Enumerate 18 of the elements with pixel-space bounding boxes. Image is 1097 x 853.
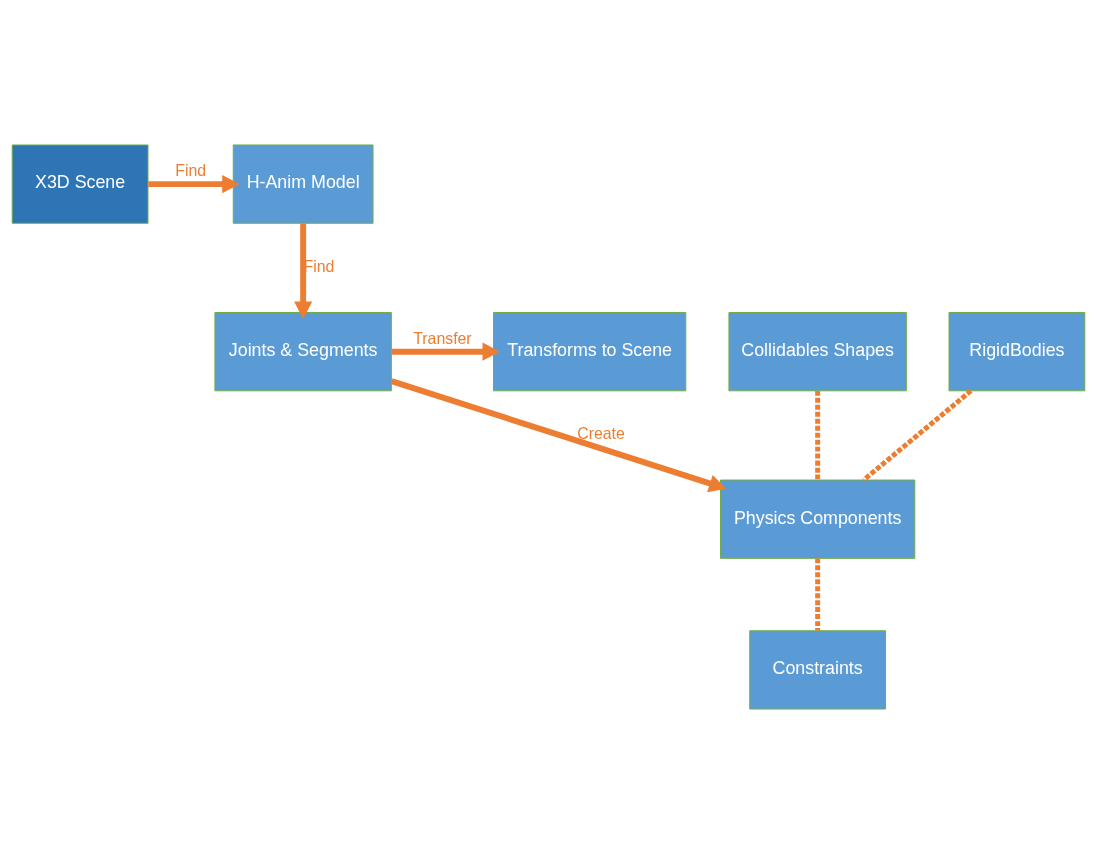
connector [815, 558, 821, 630]
edge-label: Find [175, 161, 207, 179]
connector [815, 390, 821, 480]
arrow [390, 377, 727, 492]
node-box: RigidBodies [948, 311, 1086, 391]
arrow [294, 223, 313, 319]
node-box: Joints & Segments [214, 311, 392, 391]
node-box: Collidables Shapes [728, 311, 907, 391]
node-box: H-Anim Model [232, 143, 374, 224]
edge-label: Transfer [413, 329, 472, 347]
node-box: Physics Components [720, 479, 916, 559]
arrow [391, 342, 500, 361]
arrow [148, 174, 240, 193]
connector [862, 388, 973, 482]
node-box: Transforms to Scene [493, 311, 687, 391]
node-box: X3D Scene [11, 143, 149, 224]
node-box: Constraints [749, 629, 887, 710]
edge-label: Create [577, 424, 625, 442]
